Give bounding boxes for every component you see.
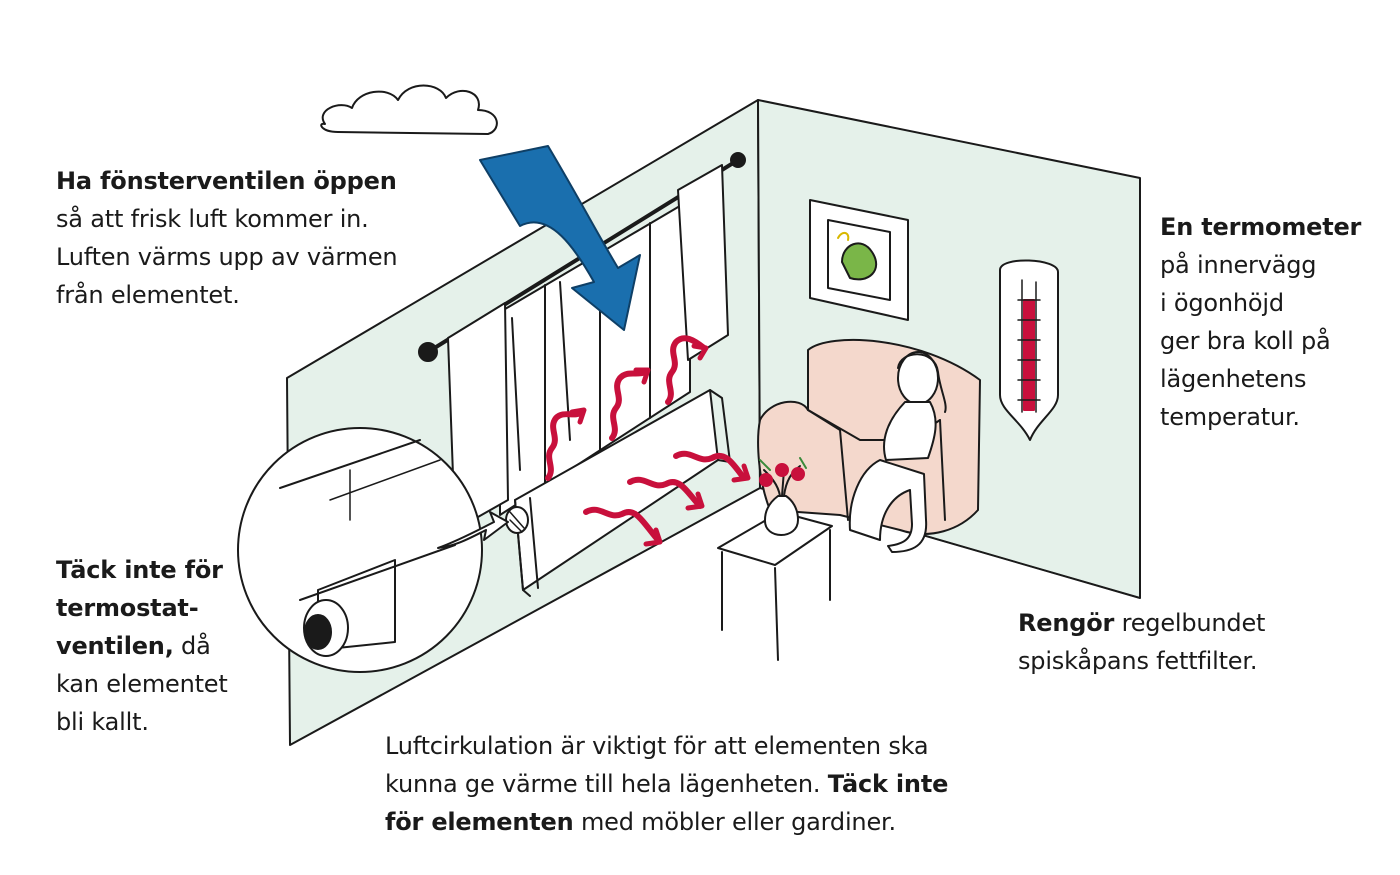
- cloud-icon: [320, 84, 498, 135]
- note-thermostat-line: ventilen, då: [56, 627, 228, 665]
- woman-sitting: [848, 351, 947, 553]
- note-air-circulation-text: med möbler eller gardiner.: [573, 808, 896, 836]
- note-air-circulation-text: kunna ge värme till hela lägenheten.: [385, 770, 828, 798]
- note-thermometer: En termometer på innervägg i ögonhöjd ge…: [1160, 208, 1361, 436]
- note-thermometer-line: temperatur.: [1160, 403, 1300, 431]
- note-thermometer-line: lägenhetens: [1160, 365, 1307, 393]
- side-table: [717, 511, 833, 566]
- note-air-circulation-line: kunna ge värme till hela lägenheten. Täc…: [385, 765, 948, 803]
- note-thermometer-line: på innervägg: [1160, 251, 1317, 279]
- magnifier-circle: [237, 427, 483, 673]
- note-window-vent-line: från elementet.: [56, 281, 240, 309]
- note-air-circulation-bold: för elementen: [385, 808, 574, 836]
- note-thermostat-heading: Täck inte för: [56, 556, 223, 584]
- flower-vase: [763, 495, 799, 536]
- note-thermometer-line: i ögonhöjd: [1160, 289, 1284, 317]
- note-thermometer-line: ger bra koll på: [1160, 327, 1331, 355]
- heat-waves: [545, 335, 751, 547]
- airflow-arrow: [479, 145, 641, 331]
- note-window-vent-line: Luften värms upp av värmen: [56, 243, 398, 271]
- note-window-vent-line: så att frisk luft kommer in.: [56, 205, 369, 233]
- note-air-circulation-line: för elementen med möbler eller gardiner.: [385, 803, 948, 841]
- note-thermostat-line: bli kallt.: [56, 708, 149, 736]
- note-clean-filter-line: spiskåpans fettfilter.: [1018, 647, 1258, 675]
- curtain-left: [447, 302, 509, 531]
- note-clean-filter-line: Rengör regelbundet: [1018, 604, 1265, 642]
- note-clean-filter-text: regelbundet: [1114, 609, 1266, 637]
- note-window-vent: Ha fönsterventilen öppen så att frisk lu…: [56, 162, 398, 314]
- note-thermostat-heading: ventilen,: [56, 632, 174, 660]
- note-air-circulation-line: Luftcirkulation är viktigt för att eleme…: [385, 732, 929, 760]
- note-thermostat-line: kan elementet: [56, 670, 228, 698]
- curtain-right: [677, 164, 729, 361]
- note-clean-filter-bold: Rengör: [1018, 609, 1115, 637]
- note-thermostat-text: då: [173, 632, 211, 660]
- note-clean-filter: Rengör regelbundet spiskåpans fettfilter…: [1018, 604, 1265, 680]
- note-thermostat-valve: Täck inte för termostat- ventilen, då ka…: [56, 551, 228, 741]
- note-air-circulation: Luftcirkulation är viktigt för att eleme…: [385, 727, 948, 841]
- note-air-circulation-bold: Täck inte: [827, 770, 949, 798]
- note-thermometer-heading: En termometer: [1160, 213, 1362, 241]
- note-thermostat-heading: termostat-: [56, 594, 199, 622]
- note-window-vent-heading: Ha fönsterventilen öppen: [56, 167, 397, 195]
